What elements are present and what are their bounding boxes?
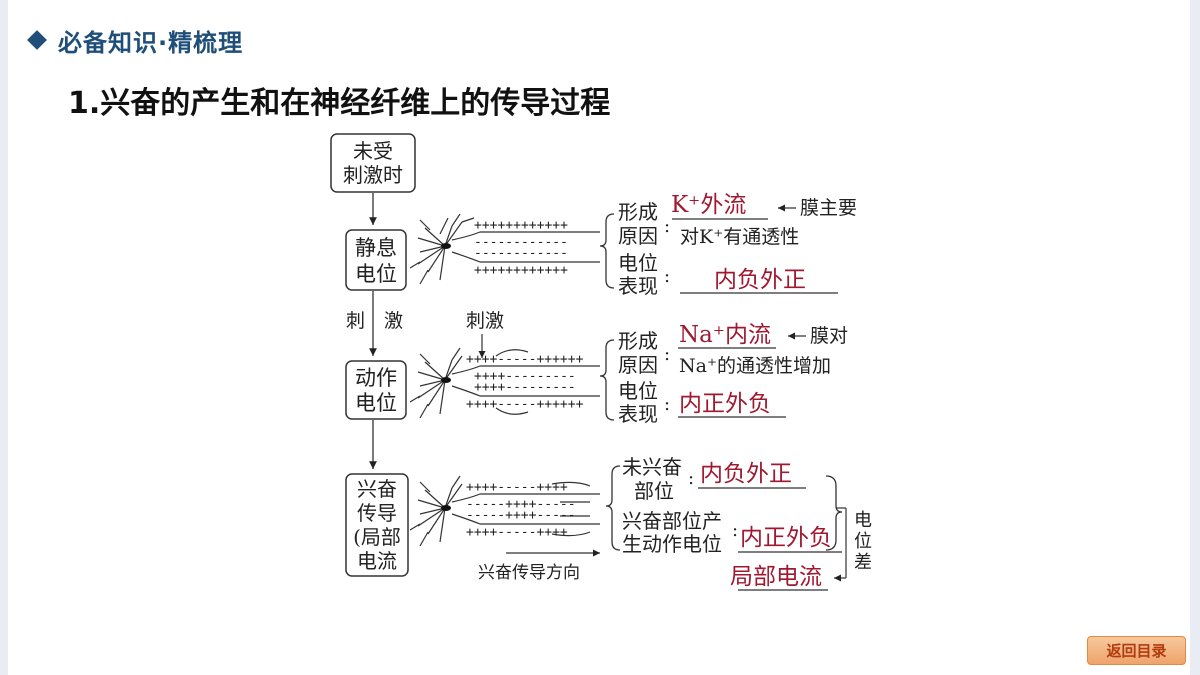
cond-row-mid2: -----++++-----	[466, 508, 576, 523]
resting-cause-label-1: 形成	[618, 200, 658, 224]
excited-colon: :	[732, 520, 738, 541]
resting-cause-label-2: 原因	[618, 224, 658, 248]
state-conduction-line4: 电流	[357, 549, 397, 573]
action-cause-colon: :	[664, 344, 670, 365]
neuron-action-icon	[409, 347, 600, 419]
neuron-resting-icon	[409, 213, 600, 285]
side-label-3: 差	[854, 552, 872, 573]
unexcited-label-2: 部位	[634, 479, 674, 503]
resting-potential-colon: :	[664, 266, 670, 287]
action-potential-answer: 内正外负	[679, 391, 771, 417]
state-resting-line2: 电位	[355, 262, 397, 286]
header: 必备知识·精梳理	[27, 22, 244, 58]
state-box-resting: 静息 电位	[345, 229, 407, 291]
resting-potential-label-1: 电位	[618, 251, 658, 275]
excited-label-2: 生动作电位	[622, 532, 722, 556]
side-label-2: 位	[854, 531, 872, 552]
left-frame	[0, 0, 8, 675]
resting-potential-label-2: 表现	[618, 274, 658, 298]
resting-cause-answer: K⁺外流	[671, 192, 746, 218]
header-title: 必备知识·精梳理	[58, 28, 244, 57]
nucleus-resting	[441, 243, 451, 249]
brace-right-conduction	[825, 475, 843, 551]
resting-row-bot: ++++++++++++	[474, 263, 568, 278]
right-frame	[1190, 0, 1200, 675]
resting-row-top: ++++++++++++	[474, 218, 568, 233]
action-row-bot: ++++-----++++++	[466, 397, 584, 412]
action-row-mid1: ++++---------	[474, 369, 576, 384]
cond-row-bot: ++++-----++++	[466, 525, 568, 540]
current-answer: 局部电流	[730, 564, 822, 590]
resting-cause-note: 膜主要	[800, 197, 857, 219]
state-box-conduction: 兴奋 传导 (局部 电流	[345, 473, 409, 577]
action-cause-note2: Na⁺的通透性增加	[679, 355, 831, 377]
action-row-top: ++++-----++++++	[466, 352, 584, 367]
stimulus-label: 刺激	[466, 310, 504, 332]
action-cause-answer: Na⁺内流	[679, 322, 771, 348]
cond-row-mid1: -----++++-----	[466, 497, 576, 512]
state-action-line1: 动作	[355, 366, 397, 390]
action-cause-note: 膜对	[810, 325, 848, 347]
stimulus-side-1: 刺	[346, 310, 365, 332]
action-potential-label-2: 表现	[618, 402, 658, 426]
back-to-contents-button[interactable]: 返回目录	[1087, 636, 1186, 665]
state-unstimulated-line2: 刺激时	[343, 163, 403, 187]
unexcited-label-1: 未兴奋	[622, 455, 682, 479]
resting-row-mid1: ------------	[474, 235, 568, 250]
unexcited-answer: 内负外正	[700, 461, 792, 487]
state-resting-line1: 静息	[355, 236, 397, 260]
action-cause-label-1: 形成	[618, 329, 658, 353]
state-conduction-line1: 兴奋	[357, 477, 397, 501]
neuron-conduction-icon	[409, 475, 600, 547]
brace-conduction	[605, 465, 621, 551]
state-box-action: 动作 电位	[345, 360, 407, 420]
action-potential-label-1: 电位	[618, 379, 658, 403]
brace-resting	[599, 213, 615, 289]
resting-row-mid2: ------------	[474, 246, 568, 261]
action-potential-colon: :	[664, 394, 670, 415]
section-title: 1.兴奋的产生和在神经纤维上的传导过程	[68, 86, 611, 121]
cond-row-top: ++++-----++++	[466, 480, 568, 495]
resting-cause-colon: :	[664, 216, 670, 237]
state-unstimulated-line1: 未受	[353, 139, 393, 163]
nucleus-action	[441, 377, 451, 383]
state-conduction-line3: (局部	[353, 525, 401, 549]
action-cause-label-2: 原因	[618, 353, 658, 377]
nucleus-conduction	[441, 505, 451, 511]
stimulus-side-2: 激	[384, 310, 403, 332]
direction-label: 兴奋传导方向	[478, 563, 580, 583]
action-row-mid2: ++++---------	[474, 380, 576, 395]
state-action-line2: 电位	[355, 391, 397, 415]
resting-cause-note2: 对K⁺有通透性	[680, 226, 799, 248]
unexcited-colon: :	[688, 468, 694, 489]
excited-label-1: 兴奋部位产	[622, 509, 722, 533]
side-label-1: 电	[854, 510, 872, 531]
excited-answer: 内正外负	[740, 525, 832, 551]
state-box-unstimulated: 未受 刺激时	[330, 133, 416, 193]
resting-potential-answer: 内负外正	[714, 267, 806, 293]
state-conduction-line2: 传导	[357, 501, 397, 525]
brace-action	[599, 339, 615, 421]
